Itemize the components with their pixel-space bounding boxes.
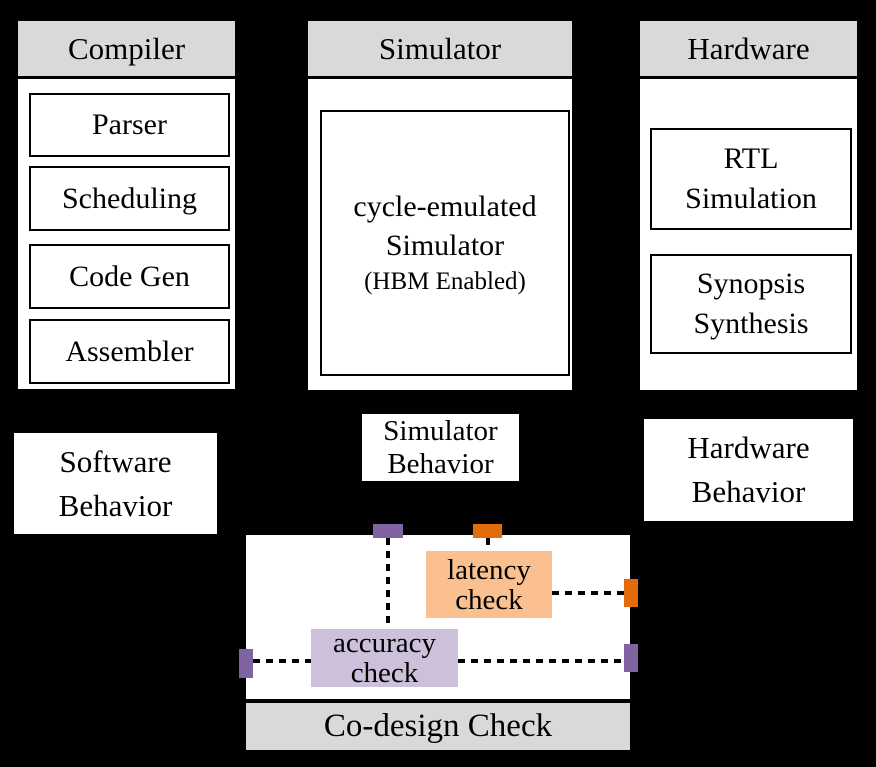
hardware-body: RTL Simulation Synopsis Synthesis: [637, 79, 860, 393]
dashed-line-accuracy-to-hardware: [458, 659, 624, 663]
synopsis-synthesis-box: Synopsis Synthesis: [650, 254, 852, 354]
synopsis-line2: Synthesis: [693, 307, 809, 340]
compiler-column: Compiler Parser Scheduling Code Gen Asse…: [15, 18, 238, 392]
simulator-body: cycle-emulated Simulator (HBM Enabled): [305, 79, 575, 393]
hardware-behavior-label: Hardware Behavior: [644, 419, 853, 521]
assembler-label: Assembler: [65, 334, 194, 368]
rtl-simulation-box: RTL Simulation: [650, 128, 852, 230]
purple-connector-tab-right: [624, 644, 638, 672]
simulator-column: Simulator cycle-emulated Simulator (HBM …: [305, 18, 575, 393]
simulator-behavior-label: Simulator Behavior: [362, 414, 519, 481]
dashed-line-latency-to-hardware: [552, 591, 624, 595]
accuracy-check-line1: accuracy: [332, 627, 436, 659]
latency-check-line2: check: [455, 583, 523, 616]
simulator-title: Simulator: [378, 30, 502, 66]
dashed-line-accuracy-vertical: [386, 538, 390, 629]
scheduling-label: Scheduling: [62, 181, 197, 215]
simulator-behavior-line2: Behavior: [387, 447, 494, 480]
simulator-box-line1: cycle-emulated: [353, 190, 537, 223]
compiler-title: Compiler: [67, 30, 186, 66]
cycle-emulated-simulator-box: cycle-emulated Simulator (HBM Enabled): [320, 110, 570, 376]
parser-label: Parser: [92, 108, 167, 141]
compiler-header: Compiler: [15, 18, 238, 79]
software-behavior-line2: Behavior: [58, 487, 173, 523]
orange-connector-tab-right: [624, 579, 638, 607]
dashed-line-latency-vertical: [486, 538, 490, 552]
scheduling-box: Scheduling: [29, 166, 230, 231]
parser-box: Parser: [29, 93, 230, 157]
hardware-title: Hardware: [687, 30, 810, 66]
latency-check-box: latency check: [426, 551, 552, 618]
rtl-line2: Simulation: [685, 182, 817, 215]
accuracy-check-line2: check: [350, 657, 419, 689]
synopsis-line1: Synopsis: [696, 267, 806, 300]
code-gen-label: Code Gen: [69, 259, 190, 293]
hardware-behavior-line1: Hardware: [687, 430, 810, 465]
assembler-box: Assembler: [29, 319, 230, 384]
dashed-line-software-to-accuracy: [253, 659, 311, 663]
code-gen-box: Code Gen: [29, 244, 230, 309]
simulator-behavior-line1: Simulator: [383, 414, 498, 447]
orange-connector-tab-top: [473, 524, 502, 538]
rtl-line1: RTL: [723, 142, 779, 175]
simulator-box-line2: Simulator: [385, 229, 505, 262]
compiler-body: Parser Scheduling Code Gen Assembler: [15, 79, 238, 392]
simulator-box-note: (HBM Enabled): [364, 268, 526, 295]
purple-connector-tab-left: [239, 649, 253, 678]
hardware-column: Hardware RTL Simulation Synopsis Synthes…: [637, 18, 860, 393]
hardware-header: Hardware: [637, 18, 860, 79]
latency-check-line1: latency: [447, 553, 531, 586]
hardware-behavior-line2: Behavior: [691, 474, 806, 509]
simulator-header: Simulator: [305, 18, 575, 79]
software-behavior-line1: Software: [59, 443, 172, 479]
codesign-check-title: Co-design Check: [323, 708, 553, 744]
purple-connector-tab-top: [373, 524, 403, 538]
software-behavior-label: Software Behavior: [14, 433, 217, 534]
codesign-check-title-bar: Co-design Check: [244, 701, 632, 752]
accuracy-check-box: accuracy check: [311, 627, 458, 689]
